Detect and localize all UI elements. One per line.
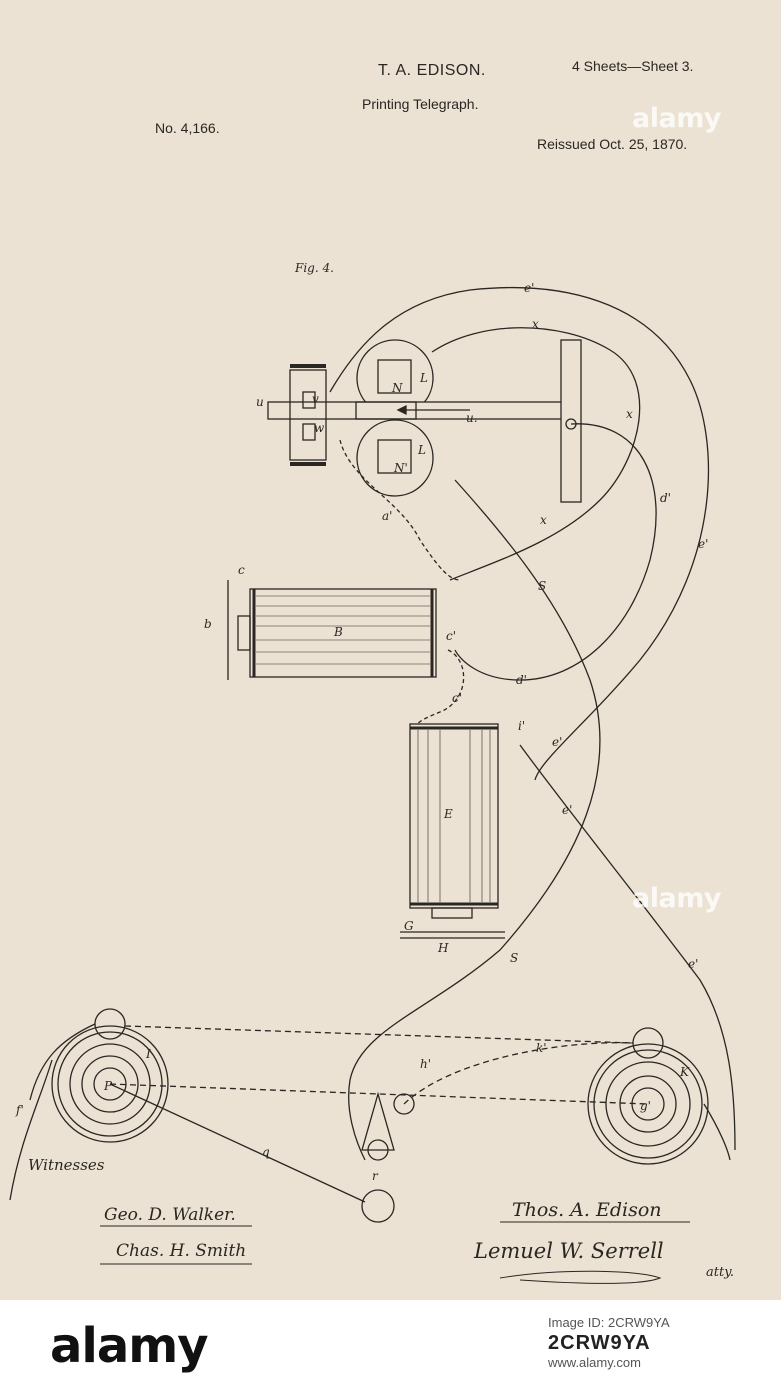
- wire-S: [349, 480, 600, 1160]
- image-id-code: 2CRW9YA: [548, 1333, 670, 1353]
- label-i-prime: i': [518, 719, 525, 733]
- wire-c: [418, 650, 464, 724]
- image-id-label: Image ID: 2CRW9YA: [548, 1313, 670, 1333]
- label-a-prime: a': [382, 509, 392, 523]
- label-u-mid: u.: [466, 411, 478, 425]
- site-url: www.alamy.com: [548, 1353, 670, 1373]
- label-N-top: N: [391, 381, 403, 395]
- label-L-bottom: L: [417, 443, 426, 457]
- wire-e-right: [520, 745, 735, 1150]
- image-info: Image ID: 2CRW9YA 2CRW9YA www.alamy.com: [548, 1313, 670, 1373]
- label-q: q: [262, 1145, 270, 1159]
- attorney-signature: Lemuel W. Serrell: [473, 1239, 664, 1263]
- label-b: b: [204, 617, 212, 631]
- alamy-logo: alamy: [50, 1318, 208, 1374]
- roller-L-bottom: [357, 420, 433, 496]
- witnesses-label: Witnesses: [28, 1156, 105, 1174]
- label-S-top: S: [538, 579, 546, 593]
- fig-label: Fig. 4.: [294, 261, 334, 275]
- label-k-prime: k': [536, 1041, 547, 1055]
- t-bar: [561, 340, 581, 502]
- label-g-prime: g': [640, 1099, 651, 1113]
- label-x-right: x: [626, 407, 633, 421]
- label-N-bottom: N': [393, 461, 408, 475]
- watermark-top: alamy: [632, 103, 721, 134]
- wire-x: [432, 328, 640, 580]
- label-d-prime-top: d': [660, 491, 671, 505]
- wire-e-top: [330, 288, 708, 780]
- label-d-prime-bottom: d': [516, 673, 527, 687]
- label-P: P: [103, 1079, 113, 1093]
- label-h-prime: h': [420, 1057, 431, 1071]
- label-v: v: [312, 392, 319, 406]
- label-L-top: L: [419, 371, 428, 385]
- pulley-top-left: [95, 1009, 125, 1039]
- label-I: I: [145, 1047, 151, 1061]
- label-e-lower: e': [562, 803, 572, 817]
- label-f-prime: f': [15, 1103, 24, 1117]
- pulley-bottom: [362, 1190, 394, 1222]
- label-c-prime-bottom: c': [452, 691, 462, 705]
- label-x-top: x: [532, 317, 539, 331]
- label-w: w: [314, 421, 325, 435]
- label-E: E: [443, 807, 453, 821]
- inventor-signature: Thos. A. Edison: [512, 1199, 662, 1221]
- attorney-suffix: atty.: [706, 1265, 734, 1280]
- label-S-bottom: S: [510, 951, 518, 965]
- label-e-far: e': [688, 957, 698, 971]
- label-e-top: e': [524, 281, 534, 295]
- label-r: r: [372, 1169, 379, 1183]
- magnet-E: [410, 724, 498, 908]
- pointer-r: [362, 1094, 394, 1150]
- pulley-top-right: [633, 1028, 663, 1058]
- witness-1-signature: Geo. D. Walker.: [104, 1205, 236, 1225]
- label-G: G: [404, 919, 414, 933]
- label-u-left: u: [256, 395, 264, 409]
- label-B: B: [333, 625, 343, 639]
- label-x-mid: x: [540, 513, 547, 527]
- patent-drawing: Fig. 4. e' x x x L L N N' u u. v w a' d'…: [0, 0, 781, 1300]
- label-H: H: [437, 941, 449, 955]
- label-K: K: [679, 1065, 690, 1079]
- witness-2-signature: Chas. H. Smith: [116, 1241, 246, 1261]
- label-c: c: [238, 563, 245, 577]
- label-c-prime-top: c': [446, 629, 456, 643]
- label-e-right: e': [698, 537, 708, 551]
- watermark-bottom: alamy: [632, 883, 721, 914]
- label-e-mid: e': [552, 735, 562, 749]
